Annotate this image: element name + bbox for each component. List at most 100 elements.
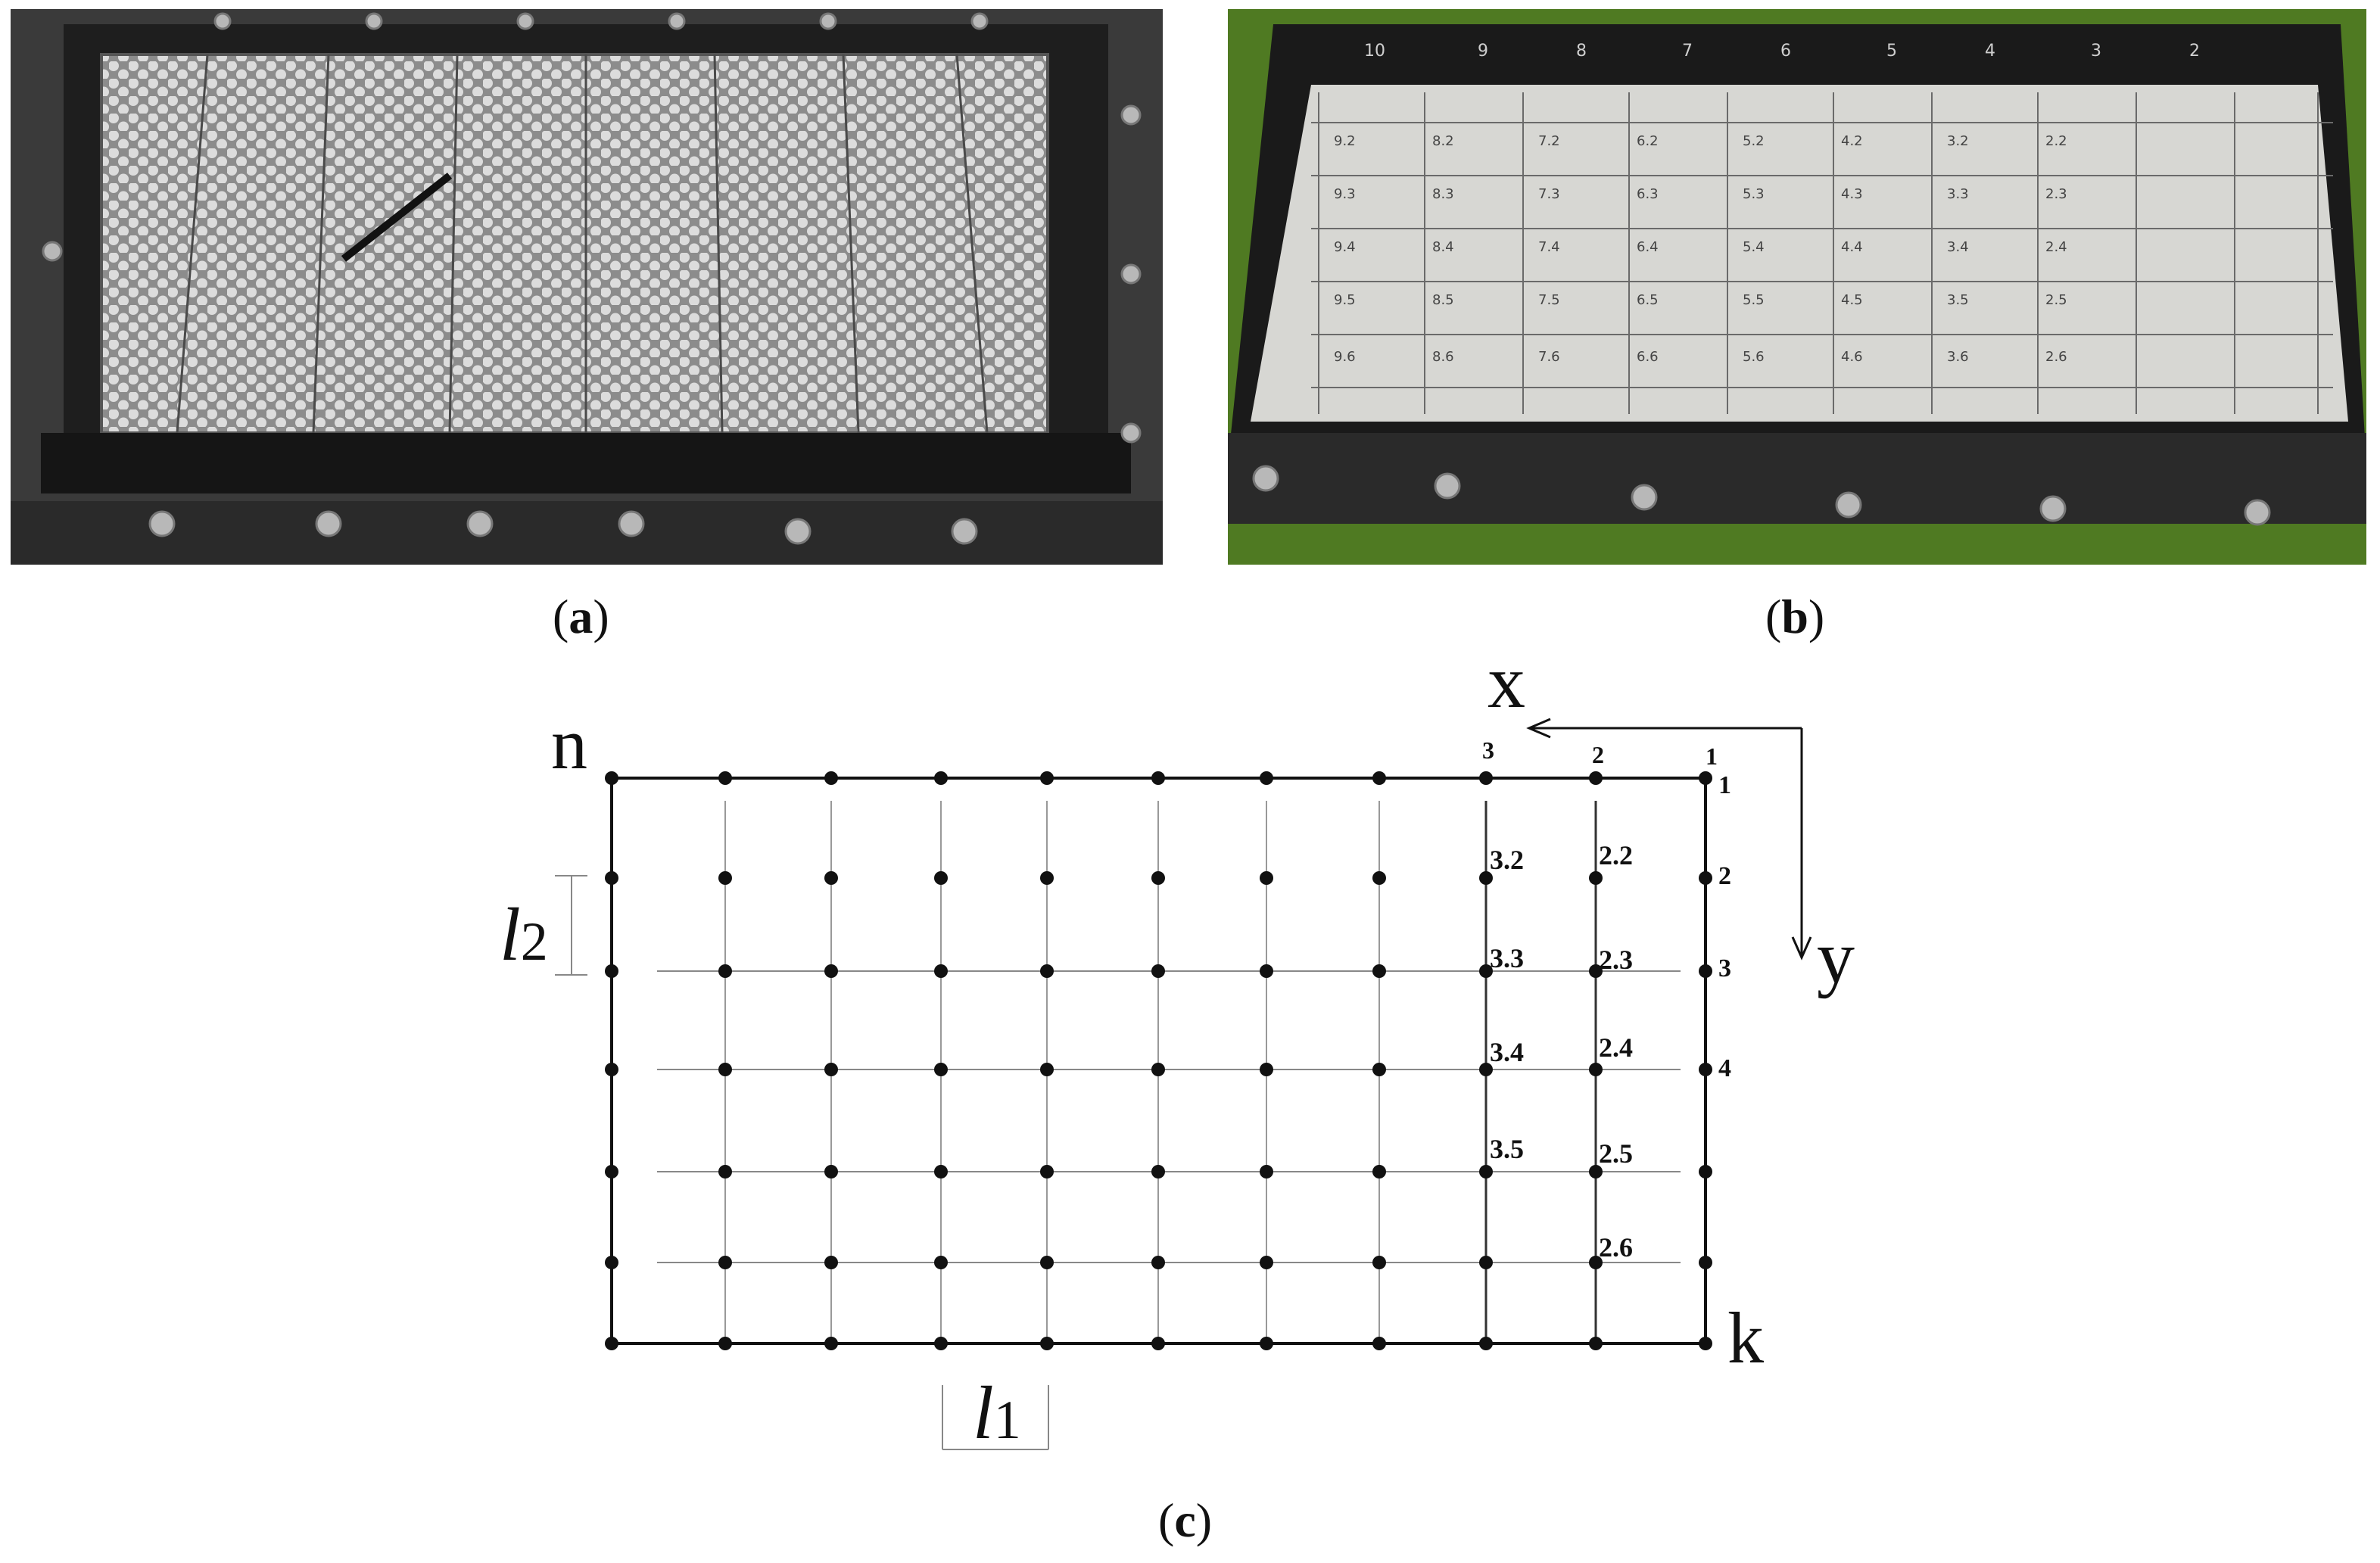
point-label: 2.3	[1599, 945, 1633, 975]
right-node-label: 2	[1718, 862, 1731, 890]
measurement-point	[1151, 1165, 1165, 1178]
paper-cell-label: 4.4	[1841, 239, 1863, 255]
measurement-point	[1040, 1165, 1054, 1178]
paper-cell-label: 8.6	[1432, 349, 1454, 365]
paper-cell-label: 6.6	[1637, 349, 1659, 365]
measurement-point	[1040, 871, 1054, 885]
point-label: 2.6	[1599, 1232, 1633, 1263]
measurement-point	[824, 1256, 838, 1269]
measurement-point	[1479, 1165, 1493, 1178]
measurement-point	[1699, 871, 1712, 885]
measurement-point	[1699, 964, 1712, 978]
measurement-point	[1589, 771, 1603, 785]
measurement-point	[718, 964, 732, 978]
paper-cell-label: 8.5	[1432, 292, 1454, 308]
measurement-point	[934, 771, 948, 785]
measurement-point	[824, 771, 838, 785]
frame-column-label: 4	[1985, 42, 1995, 61]
dimension-l1-label: l1	[973, 1371, 1021, 1455]
frame-column-label: 5	[1886, 42, 1897, 61]
measurement-point	[1151, 871, 1165, 885]
point-label: 3.2	[1490, 845, 1524, 875]
measurement-point	[718, 1337, 732, 1350]
frame-column-label: 6	[1780, 42, 1791, 61]
measurement-point	[1151, 1063, 1165, 1076]
measurement-point	[934, 1337, 948, 1350]
measurement-point	[605, 771, 618, 785]
measurement-point	[1699, 1165, 1712, 1178]
frame-column-label: 3	[2091, 42, 2101, 61]
measurement-point	[605, 964, 618, 978]
measurement-point	[1372, 771, 1386, 785]
paper-cell-label: 6.4	[1637, 239, 1659, 255]
measurement-point	[1699, 1063, 1712, 1076]
caption-c: (c)	[1158, 1493, 1213, 1547]
dimension-l1	[942, 1385, 1049, 1450]
paper-cell-label: 9.2	[1334, 133, 1356, 149]
measurement-point	[934, 1063, 948, 1076]
paper-cell-label: 9.4	[1334, 239, 1356, 255]
point-label: 2.2	[1599, 840, 1633, 870]
measurement-point	[1040, 1256, 1054, 1269]
measurement-point	[1151, 771, 1165, 785]
paper-cell-label: 6.3	[1637, 186, 1659, 202]
coordinate-axes	[1526, 718, 1812, 961]
measurement-point	[1260, 1165, 1273, 1178]
measurement-point	[605, 1063, 618, 1076]
measurement-point	[1040, 964, 1054, 978]
paper-cell-label: 6.5	[1637, 292, 1659, 308]
paper-cell-label: 2.5	[2045, 292, 2067, 308]
measurement-point	[824, 964, 838, 978]
measurement-point	[1479, 964, 1493, 978]
paper-cell-label: 3.6	[1947, 349, 1969, 365]
measurement-point	[1699, 1337, 1712, 1350]
measurement-point	[1260, 771, 1273, 785]
paper-cell-label: 9.6	[1334, 349, 1356, 365]
measurement-point	[934, 964, 948, 978]
paper-cell-label: 3.5	[1947, 292, 1969, 308]
photo-perforated-mesh	[11, 9, 1163, 565]
paper-cell-label: 5.6	[1743, 349, 1765, 365]
measurement-point	[1151, 964, 1165, 978]
measurement-point	[605, 1256, 618, 1269]
x-axis-label: x	[1488, 640, 1525, 724]
point-label: 2.4	[1599, 1032, 1633, 1063]
measurement-point	[1260, 1256, 1273, 1269]
measurement-point	[1260, 1337, 1273, 1350]
paper-cell-label: 4.6	[1841, 349, 1863, 365]
measurement-point	[1151, 1256, 1165, 1269]
corner-k: k	[1727, 1297, 1764, 1378]
measurement-point	[824, 871, 838, 885]
measurement-point	[605, 1337, 618, 1350]
paper-cell-label: 7.6	[1538, 349, 1560, 365]
paper-cell-label: 3.4	[1947, 239, 1969, 255]
corner-n: n	[551, 703, 587, 784]
frame-column-label: 10	[1364, 42, 1385, 61]
frame-column-label: 8	[1576, 42, 1587, 61]
paper-cell-label: 5.4	[1743, 239, 1765, 255]
right-node-label: 3	[1718, 954, 1731, 982]
paper-cell-label: 7.2	[1538, 133, 1560, 149]
measurement-point	[1040, 1337, 1054, 1350]
measurement-point	[1260, 1063, 1273, 1076]
frame-column-label: 9	[1478, 42, 1488, 61]
paper-cell-label: 2.3	[2045, 186, 2067, 202]
measurement-point	[1589, 1063, 1603, 1076]
paper-cell-label: 7.5	[1538, 292, 1560, 308]
measurement-point	[1040, 1063, 1054, 1076]
caption-a: (a)	[553, 590, 609, 643]
measurement-point	[1589, 1165, 1603, 1178]
measurement-point	[718, 871, 732, 885]
measurement-point	[1479, 771, 1493, 785]
measurement-point	[934, 1165, 948, 1178]
y-axis-label: y	[1817, 915, 1855, 999]
measurement-point	[718, 771, 732, 785]
paper-cell-label: 2.6	[2045, 349, 2067, 365]
measurement-point	[1479, 1256, 1493, 1269]
measurement-point	[1479, 1337, 1493, 1350]
paper-cell-label: 3.3	[1947, 186, 1969, 202]
measurement-point	[934, 1256, 948, 1269]
